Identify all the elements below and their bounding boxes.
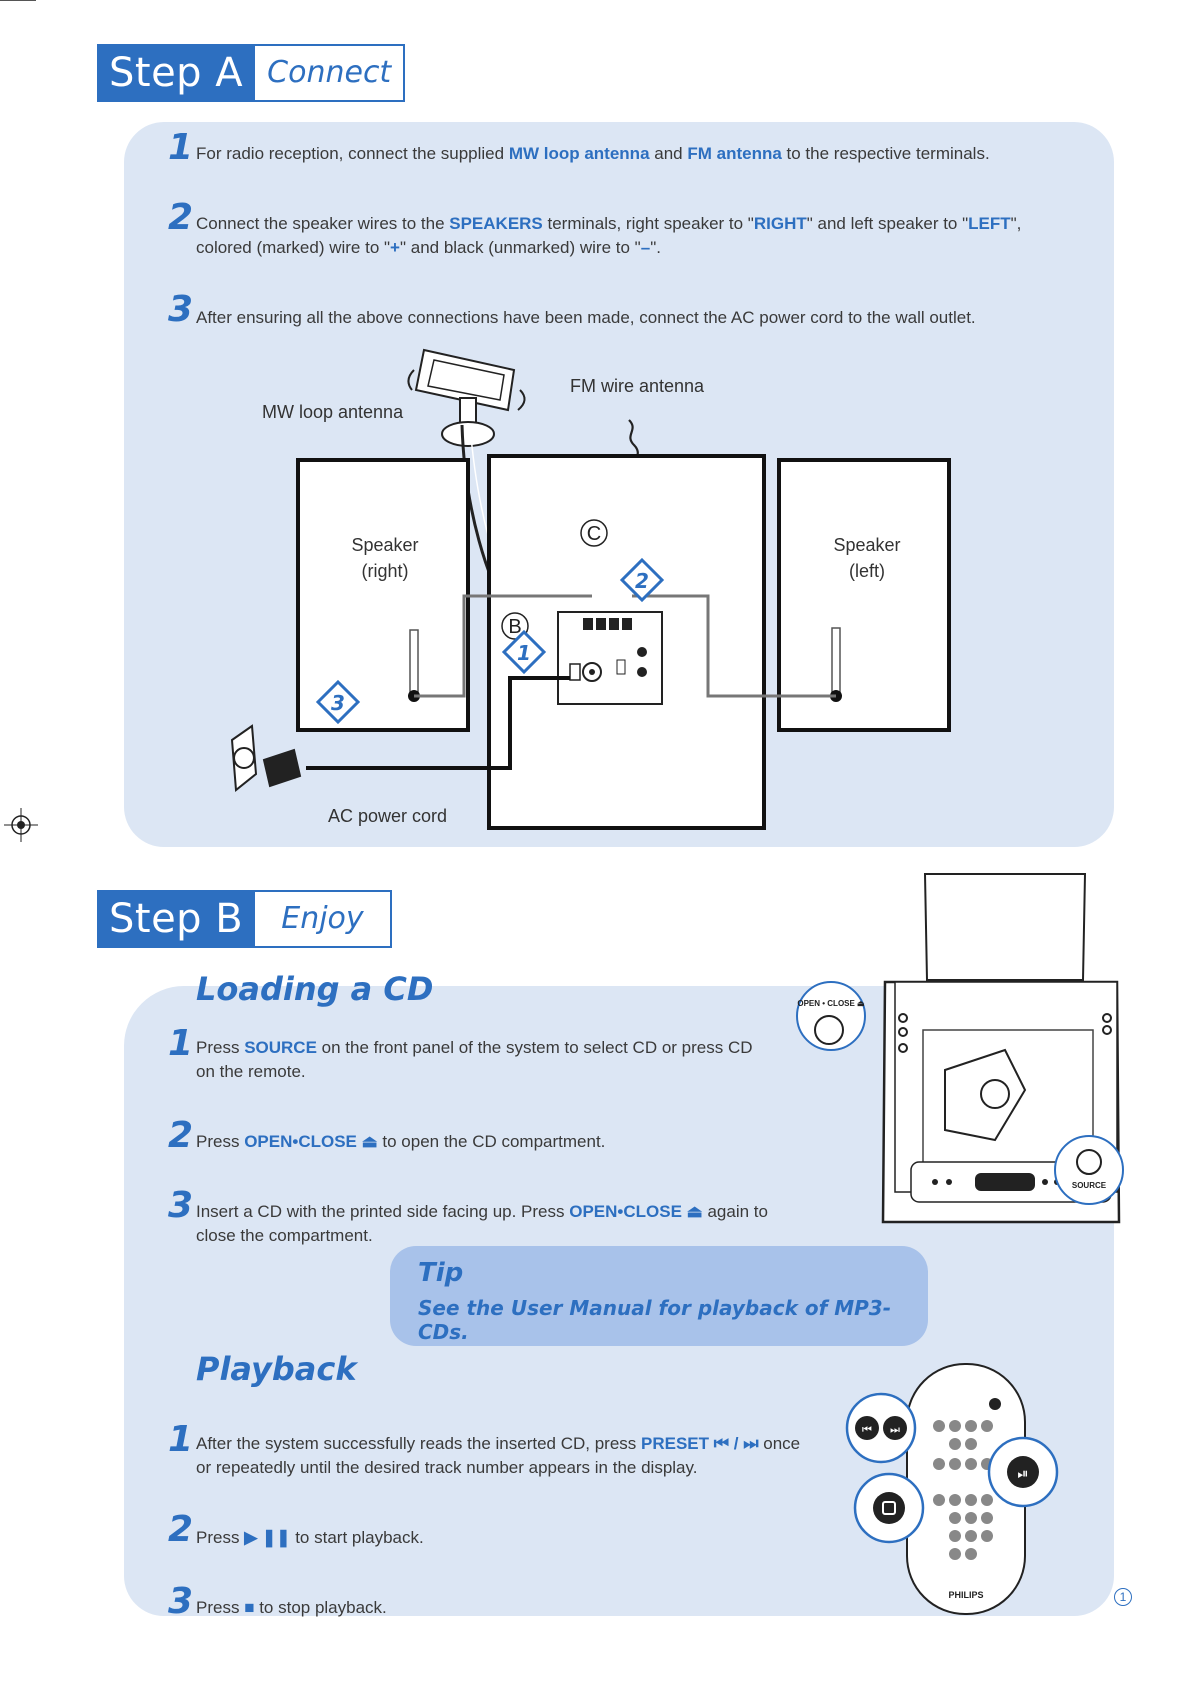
body-text: Press [196,1528,245,1547]
instruction-text: After ensuring all the above connections… [196,306,1076,330]
badge-3: 3 [315,679,361,725]
body-text: For radio reception, connect the supplie… [196,144,509,163]
source-label: SOURCE [1072,1181,1107,1190]
instruction-number: 3 [168,1581,194,1622]
tip-box: Tip See the User Manual for playback of … [390,1246,928,1346]
fm-antenna-label: FM wire antenna [570,376,705,396]
instruction-number: 1 [168,127,194,168]
instruction-text: Press ■ to stop playback. [196,1596,756,1620]
body-text: to open the CD compartment. [377,1132,606,1151]
svg-text:1: 1 [517,641,531,665]
connection-diagram: B C 1 2 3 [230,348,951,830]
svg-text:⏭: ⏭ [890,1423,900,1436]
body-text: " and black (unmarked) wire to " [399,238,641,257]
badge-2: 2 [619,557,665,603]
body-text: again to close the compartment. [196,1202,768,1245]
body-text: After ensuring all the above connections… [196,308,976,327]
mw-antenna-label: MW loop antenna [262,402,404,422]
remote-brand-label: PHILIPS [948,1590,983,1600]
body-text: Insert a CD with the printed side facing… [196,1202,570,1221]
body-text: terminals, right speaker to " [542,214,754,233]
step-b-label: Step B [97,890,254,948]
step-a-header: Step A Connect [97,44,406,102]
instruction-text: Connect the speaker wires to the SPEAKER… [196,212,1066,260]
step-a-subtitle: Connect [253,44,406,102]
highlight-text: OPEN•CLOSE ⏏ [569,1202,703,1221]
badge-1: 1 [501,629,547,675]
highlight-text: LEFT [968,214,1011,233]
speaker-right-box [296,458,470,732]
highlight-text: – [640,238,651,257]
speaker-right-label: Speaker (right) [351,535,419,581]
highlight-text: PRESET ⏮ / ⏭ [641,1434,759,1453]
step-b-subtitle: Enjoy [253,890,392,948]
svg-text:⏮: ⏮ [862,1423,872,1436]
body-text: on the front panel of the system to sele… [196,1038,753,1081]
highlight-text: SPEAKERS [449,214,543,233]
highlight-text: SOURCE [244,1038,317,1057]
body-text: to stop playback. [254,1598,387,1617]
instruction-text: For radio reception, connect the supplie… [196,142,1076,166]
page-number: 1 [1114,1588,1132,1606]
instruction-number: 2 [168,197,194,238]
marker-c [580,519,608,547]
speaker-left-box [777,458,951,732]
body-text: ". [650,238,661,257]
body-text: and [649,144,688,163]
mw-loop-antenna-icon [407,348,526,447]
highlight-text: FM antenna [687,144,782,163]
registration-mark-icon [4,808,38,842]
instruction-number: 3 [168,289,194,330]
body-text: to the respective terminals. [781,144,990,163]
step-b-header: Step B Enjoy [97,890,392,948]
instruction-number: 2 [168,1509,194,1550]
playback-title: Playback [196,1350,357,1388]
marker-c-label: C [587,523,601,545]
svg-text:⏯: ⏯ [1017,1466,1028,1482]
marker-b-label: B [508,616,521,638]
body-text: After the system successfully reads the … [196,1434,642,1453]
crop-mark [0,0,36,1]
instruction-text: After the system successfully reads the … [196,1432,816,1480]
body-text: Press [196,1598,245,1617]
body-text: Press [196,1038,245,1057]
body-text: Connect the speaker wires to the [196,214,450,233]
instruction-number: 1 [168,1023,194,1064]
instruction-number: 2 [168,1115,194,1156]
svg-text:3: 3 [331,691,345,715]
highlight-text: OPEN•CLOSE ⏏ [244,1132,378,1151]
body-text: to start playback. [290,1528,424,1547]
open-close-label: OPEN • CLOSE ⏏ [797,999,865,1008]
svg-text:2: 2 [635,569,649,593]
body-text: ", colored (marked) wire to " [196,214,1022,257]
tip-text: See the User Manual for playback of MP3-… [418,1296,892,1344]
body-text: Press [196,1132,245,1151]
step-a-label: Step A [97,44,254,102]
highlight-text: + [390,238,400,257]
loading-cd-title: Loading a CD [196,970,434,1008]
wall-outlet-icon [230,724,302,792]
highlight-text: RIGHT [753,214,807,233]
speaker-left-label: Speaker (left) [833,535,901,581]
highlight-text: MW loop antenna [508,144,650,163]
instruction-text: Press SOURCE on the front panel of the s… [196,1036,756,1084]
ac-cord-label: AC power cord [328,806,448,826]
body-text: once or repeatedly until the desired tra… [196,1434,801,1477]
instruction-number: 1 [168,1419,194,1460]
body-text: " and left speaker to " [806,214,969,233]
highlight-text: ▶ ❚❚ [244,1528,291,1547]
highlight-text: ■ [244,1598,255,1617]
remote-control-illustration: ⏮ ⏭ ⏯ PHILIPS [845,1363,1059,1615]
tip-title: Tip [418,1258,464,1288]
instruction-text: Press OPEN•CLOSE ⏏ to open the CD compar… [196,1130,756,1154]
instruction-number: 3 [168,1185,194,1226]
instruction-text: Insert a CD with the printed side facing… [196,1200,806,1248]
instruction-text: Press ▶ ❚❚ to start playback. [196,1526,756,1550]
cd-unit-illustration: OPEN • CLOSE ⏏ SOURCE [796,873,1124,1224]
